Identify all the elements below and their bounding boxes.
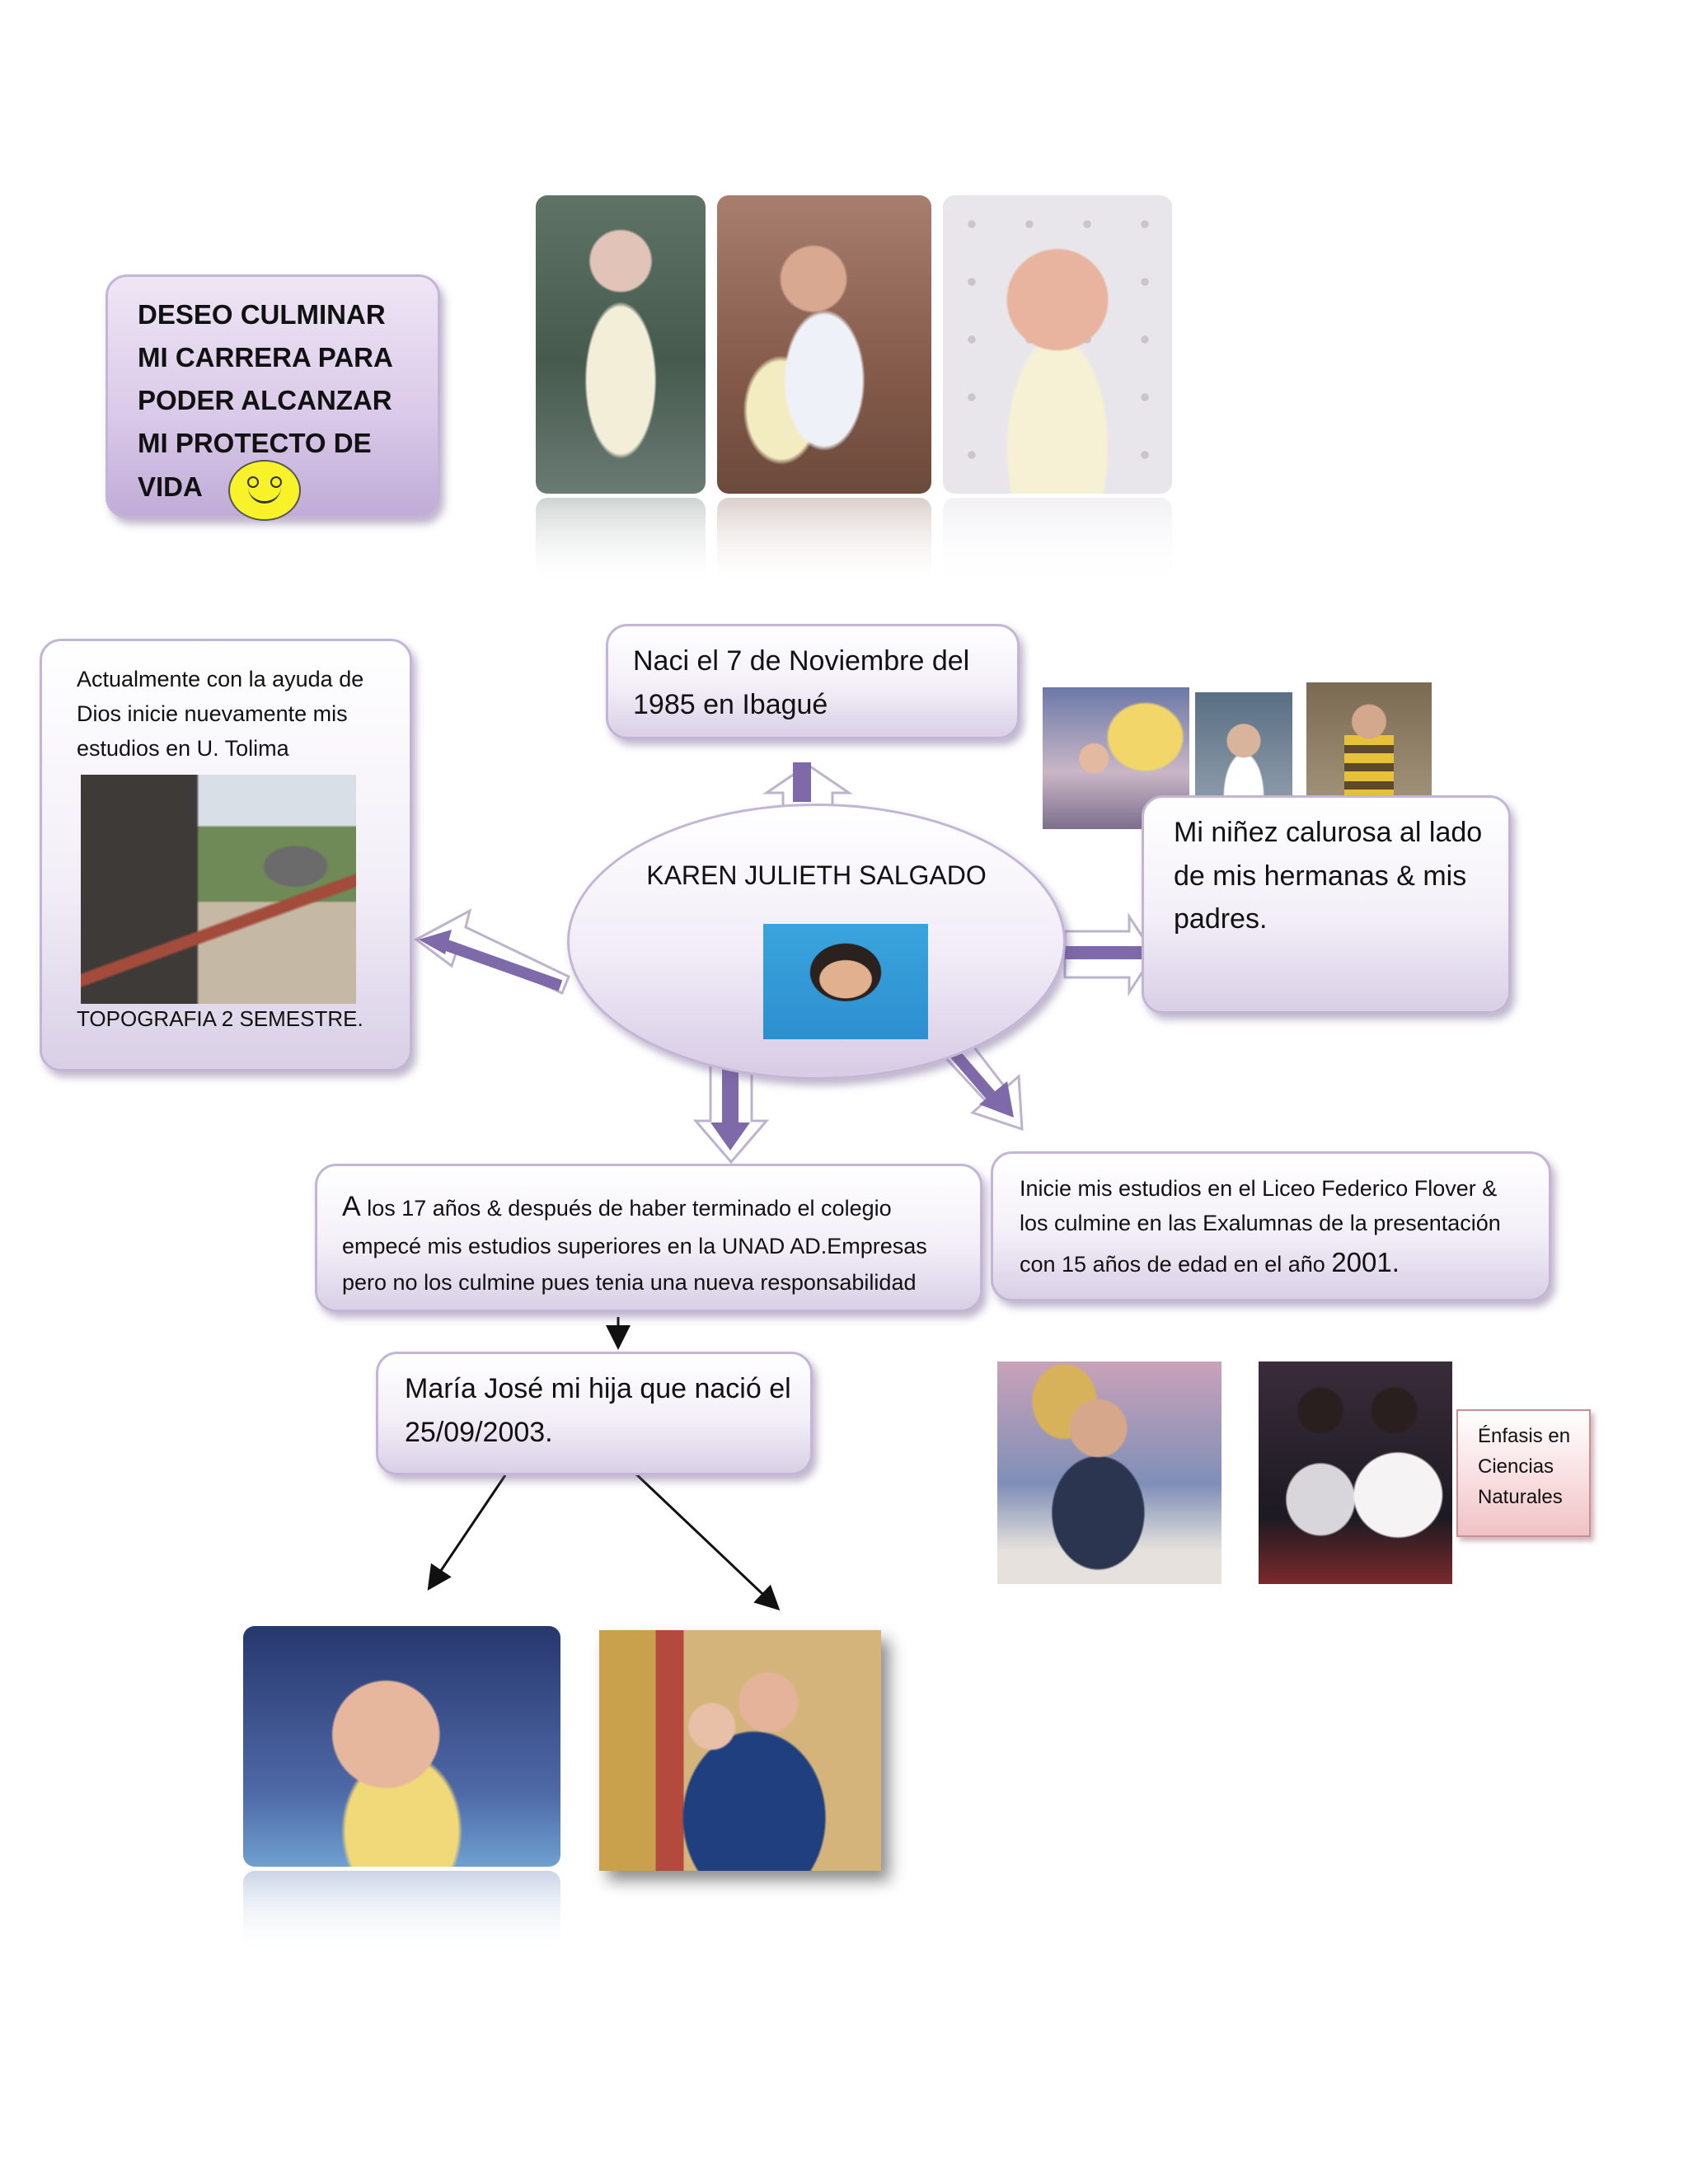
baby-photo-3-reflection [943, 498, 1172, 580]
current-caption: TOPOGRAFIA 2 SEMESTRE. [77, 1006, 363, 1031]
daughter-photo-2 [599, 1630, 881, 1871]
school-photo-1 [997, 1361, 1221, 1584]
baby-photo-1-reflection [536, 498, 706, 580]
daughter-text: María José mi hija que nació el 25/09/20… [405, 1373, 791, 1448]
central-node: KAREN JULIETH SALGADO [567, 804, 1066, 1080]
arrow-up-birth [762, 762, 853, 813]
university-lead: A [342, 1191, 361, 1222]
smiley-icon [228, 460, 301, 521]
school-box: Inicie mis estudios en el Liceo Federico… [991, 1151, 1551, 1301]
school-year: 2001. [1331, 1246, 1400, 1277]
birth-box: Naci el 7 de Noviembre del 1985 en Ibagu… [606, 624, 1020, 739]
daughter-box: María José mi hija que nació el 25/09/20… [376, 1352, 813, 1475]
university-body: los 17 años & después de haber terminado… [342, 1196, 927, 1295]
baby-photo-2-reflection [717, 498, 931, 580]
daughter-photo-1-reflection [243, 1871, 560, 1949]
university-text: A los 17 años & después de haber termina… [342, 1184, 968, 1301]
birth-text: Naci el 7 de Noviembre del 1985 en Ibagu… [633, 645, 970, 720]
baby-photo-1 [536, 195, 706, 494]
goal-box: DESEO CULMINAR MI CARRERA PARA PODER ALC… [106, 274, 440, 521]
school-text: Inicie mis estudios en el Liceo Federico… [1020, 1172, 1531, 1283]
central-name: KAREN JULIETH SALGADO [646, 860, 987, 890]
emphasis-text: Énfasis en Ciencias Naturales [1478, 1425, 1571, 1509]
current-box: Actualmente con la ayuda de Dios inicie … [40, 639, 412, 1071]
university-box: A los 17 años & después de haber termina… [315, 1164, 982, 1312]
childhood-text: Mi niñez calurosa al lado de mis hermana… [1174, 817, 1483, 935]
portrait-photo [763, 924, 928, 1039]
arrow-left-current [414, 908, 570, 996]
topography-photo [81, 775, 356, 1004]
school-photo-2 [1259, 1361, 1452, 1584]
daughter-photo-1 [243, 1626, 560, 1867]
baby-photo-3 [943, 195, 1172, 494]
emphasis-box: Énfasis en Ciencias Naturales [1456, 1409, 1591, 1537]
childhood-box: Mi niñez calurosa al lado de mis hermana… [1142, 795, 1511, 1014]
goal-text: DESEO CULMINAR MI CARRERA PARA PODER ALC… [138, 299, 392, 502]
school-body: Inicie mis estudios en el Liceo Federico… [1020, 1176, 1501, 1277]
baby-photo-2 [717, 195, 931, 494]
arrow-daughter-photo1 [427, 1474, 507, 1591]
current-text: Actualmente con la ayuda de Dios inicie … [77, 667, 364, 761]
arrow-daughter-photo2 [633, 1471, 781, 1611]
